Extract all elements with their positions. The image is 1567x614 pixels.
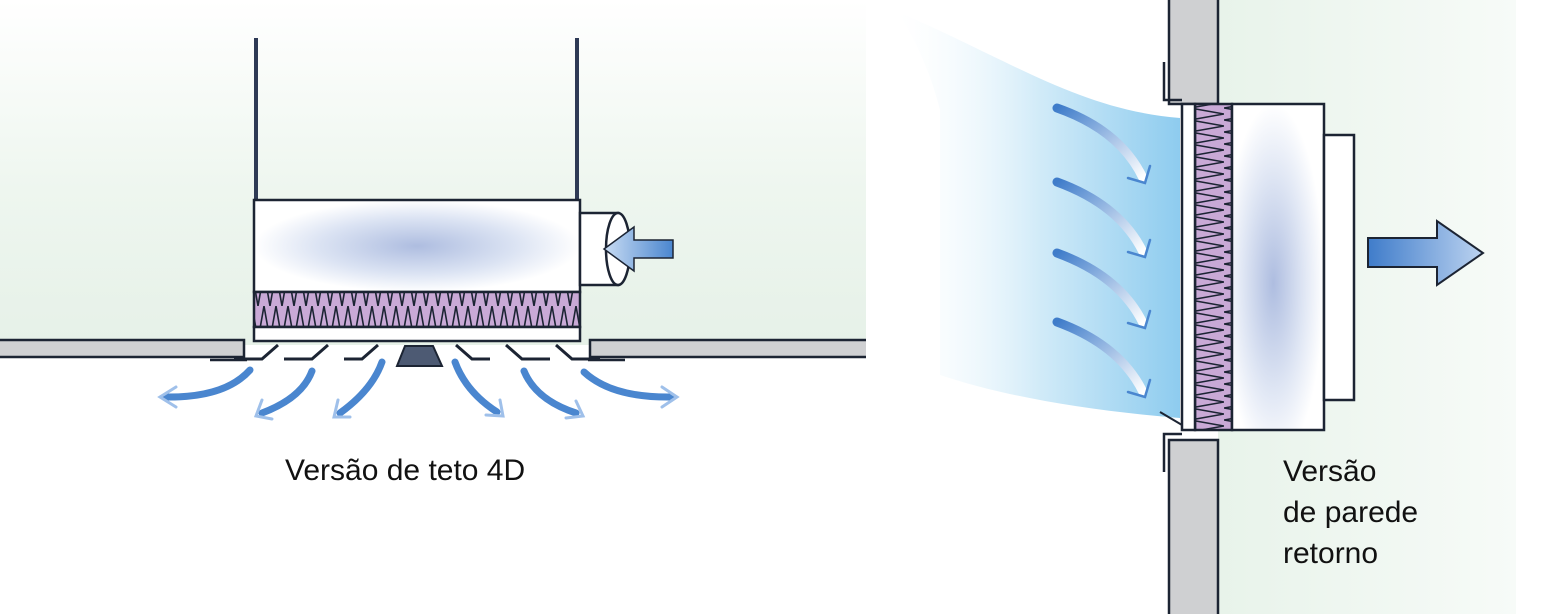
air-stream (898, 12, 1180, 418)
curved-arrow-icon (520, 367, 586, 420)
curved-arrow-icon (1052, 103, 1152, 185)
ceiling-airflow-arrows (157, 358, 680, 421)
ceiling-unit-plate (252, 325, 582, 343)
ceiling-version-illustration (0, 0, 866, 421)
ceiling-panel-right (588, 338, 866, 359)
arrow-right-icon (1367, 219, 1485, 287)
wall-lower (1167, 438, 1220, 614)
ceiling-version-label: Versão de teto 4D (285, 454, 526, 487)
wall-unit-cover (1322, 133, 1356, 402)
curved-arrow-icon (332, 358, 386, 419)
wall-version-label-line-2: de parede (1283, 496, 1419, 529)
diffuser-center-cone (395, 345, 444, 367)
wall-unit-body (1230, 102, 1326, 432)
curved-arrow-icon (1052, 317, 1152, 399)
curved-arrow-icon (451, 358, 505, 418)
wall-version-illustration (898, 0, 1516, 614)
curved-arrow-icon (157, 366, 254, 409)
curved-arrow-icon (1052, 248, 1152, 330)
curved-arrow-icon (253, 367, 316, 421)
curved-arrow-icon (1052, 177, 1152, 259)
wall-unit-filter (1193, 102, 1234, 432)
ceiling-panel-left (0, 338, 246, 359)
arrow-right-icon (602, 225, 674, 273)
curved-arrow-icon (580, 368, 680, 409)
diffuser-louvers (234, 343, 600, 361)
ceiling-unit-body (252, 198, 582, 294)
wall-version-label: Versão de parede retorno (1283, 451, 1418, 574)
wall-upper (1167, 0, 1220, 106)
wall-version-label-line-3: retorno (1283, 537, 1379, 570)
wall-airflow-arrows (1052, 103, 1152, 399)
wall-version-label-line-1: Versão (1283, 455, 1377, 488)
ceiling-unit-filter (252, 290, 582, 329)
